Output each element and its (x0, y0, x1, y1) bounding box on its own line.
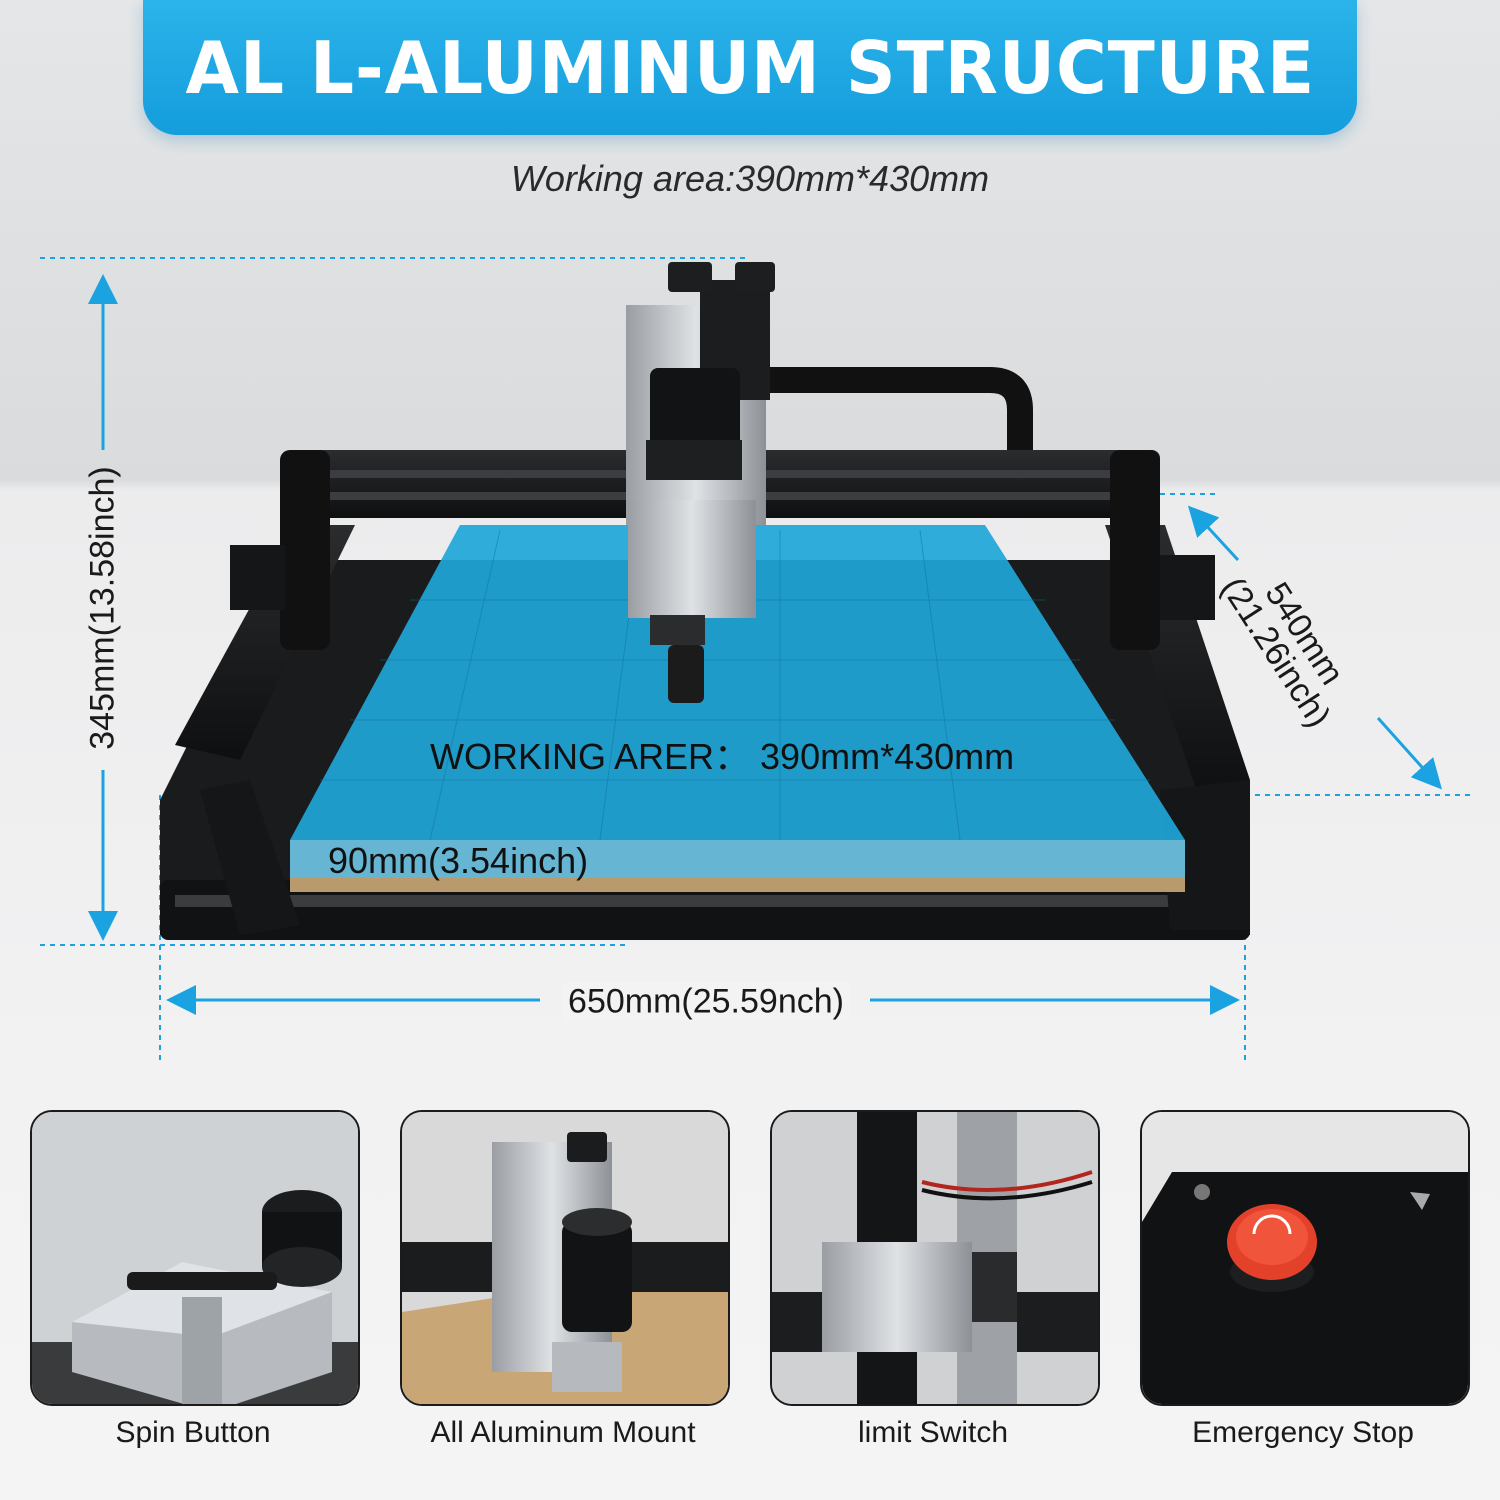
aluminum-mount-photo (402, 1112, 728, 1404)
z-travel-label: 90mm(3.54inch) (328, 840, 589, 881)
cnc-machine-illustration (40, 257, 1475, 1065)
spin-button-photo (32, 1112, 358, 1404)
feature-label-spin-button: Spin Button (115, 1416, 271, 1449)
emergency-stop-photo (1142, 1112, 1468, 1404)
working-area-label: WORKING ARER： 390mm*430mm (430, 736, 1015, 777)
feature-label-emergency-stop: Emergency Stop (1192, 1416, 1414, 1449)
width-dimension-label: 650mm(25.59nch) (562, 982, 850, 1022)
feature-label-limit-switch: limit Switch (857, 1416, 1008, 1449)
working-area-board (290, 525, 1185, 892)
depth-dimension-arrow (1187, 505, 1443, 790)
spindle-assembly (626, 262, 775, 703)
feature-card-aluminum-mount (400, 1110, 730, 1406)
limit-switch-photo (772, 1112, 1098, 1404)
banner-title: AL L-ALUMINUM STRUCTURE (185, 25, 1315, 110)
height-dimension-label: 345mm(13.58inch) (83, 466, 122, 750)
cable-chain (760, 367, 1033, 450)
title-banner: AL L-ALUMINUM STRUCTURE (143, 0, 1357, 135)
feature-card-spin-button (30, 1110, 360, 1406)
feature-card-limit-switch (770, 1110, 1100, 1406)
feature-card-emergency-stop (1140, 1110, 1470, 1406)
working-area-subtitle: Working area:390mm*430mm (510, 158, 990, 199)
feature-label-aluminum-mount: All Aluminum Mount (430, 1416, 696, 1449)
